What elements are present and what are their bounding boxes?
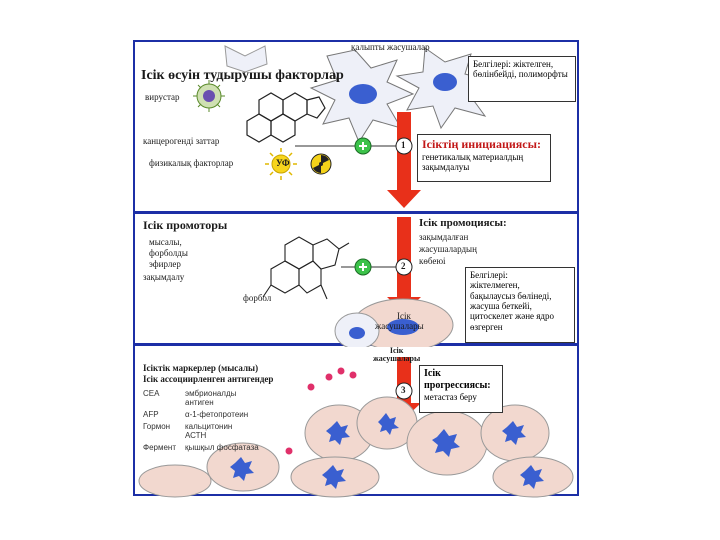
initiation-box: Ісіктің инициациясы: генетикалық материа… (417, 134, 551, 182)
promotion-line: зақымдалған (419, 232, 469, 242)
progression-box: Ісік прогрессиясы: метастаз беру (419, 365, 503, 413)
features-line: цитоскелет және ядро (470, 311, 554, 322)
panel-initiation: қалыпты жасушалар Белгілері: жіктелген, … (135, 42, 577, 214)
initiation-title: Ісіктің инициациясы: (422, 137, 541, 151)
promotion-title: Ісік промоциясы: (419, 217, 507, 229)
initiation-line: генетикалық материалдың (422, 152, 524, 162)
carcinogen-structure-icon (246, 92, 326, 143)
features-line: бақылаусыз бөлінеді, (470, 290, 552, 301)
marker-dot (285, 447, 293, 455)
tumor-cells-label-line: жасушалары (375, 321, 424, 331)
carcinogens-label: канцерогенді заттар (143, 136, 220, 146)
normal-cells-label: қалыпты жасушалар (351, 42, 430, 52)
features-line: жасуша беткейі, (470, 301, 532, 312)
sun-icon (265, 148, 297, 180)
stage-number: 3 (401, 385, 406, 395)
features-line: жіктелмеген, (470, 280, 520, 291)
promoters-line: эфирлер (149, 259, 181, 269)
marker-dot (307, 383, 315, 391)
marker-name: СЕА (143, 389, 160, 398)
stage-badge (395, 382, 413, 400)
tumor-cells-label: Ісік жасушалары (373, 347, 420, 363)
promotion-line: жасушалардың (419, 244, 477, 254)
markers-title-line: Ісік ассоциирленген антигендер (143, 374, 274, 384)
panel2-features-box: Белгілері: жіктелмеген, бақылаусыз бөлін… (465, 267, 575, 343)
marker-dot (349, 371, 357, 379)
promoters-line: форболды (149, 248, 188, 258)
marker-name: Гормон (143, 422, 171, 431)
tumor-cell-cluster (138, 396, 574, 498)
tumor-cells-label-line: жасушалары (373, 354, 421, 363)
panel3-graphics (138, 357, 574, 498)
stage-number: 2 (401, 261, 406, 271)
marker-desc: қышқыл фосфатаза (185, 443, 259, 452)
promotion-line: көбеюі (419, 256, 446, 266)
promoters-line: мысалы, (149, 237, 182, 247)
marker-row: AFP α-1-фетопротеин (143, 410, 293, 419)
uv-label: УФ (276, 158, 290, 168)
factors-title: Ісік өсуін тудырушы факторлар (141, 68, 344, 83)
features-line: Белгілері: жіктелген, (473, 59, 554, 69)
marker-name: Фермент (143, 443, 177, 452)
progression-line: метастаз беру (424, 392, 477, 402)
tumor-cells-label-line: Ісік (389, 346, 404, 355)
tumor-cells-label-line: Ісік (397, 311, 411, 321)
initiation-line: зақымдалуы (422, 162, 470, 172)
phorbol-structure-icon (262, 236, 350, 300)
stage-badge (395, 258, 413, 276)
markers-title-line: Ісіктік маркерлер (мысалы) (143, 363, 259, 373)
stage-badge (395, 137, 413, 155)
viruses-label: вирустар (145, 92, 180, 102)
normal-cell-nucleus (349, 84, 377, 104)
stage-number: 1 (401, 140, 406, 150)
radiation-icon (310, 153, 332, 175)
features-line: бөлінбейді, полиморфты (473, 69, 568, 79)
panel-progression: Ісік жасушалары Ісіктік маркерлер (мысал… (135, 347, 577, 498)
figure-frame: қалыпты жасушалар Белгілері: жіктелген, … (133, 40, 579, 498)
features-line: Белгілері: (470, 270, 508, 280)
physical-factors-label: физикалық факторлар (149, 158, 234, 168)
normal-cell-shape (224, 45, 268, 73)
progression-title: прогрессиясы: (424, 380, 491, 391)
marker-desc: α-1-фетопротеин (185, 410, 249, 419)
panel1-features-box: Белгілері: жіктелген, бөлінбейді, полимо… (468, 56, 576, 102)
marker-row: Фермент қышқыл фосфатаза (143, 443, 293, 452)
red-arrow-head (387, 190, 421, 208)
tumor-cell-nucleus (387, 319, 419, 335)
progression-title: Ісік (424, 368, 441, 379)
marker-dot (325, 373, 333, 381)
phorbol-label: форбол (243, 293, 272, 303)
tumor-cell-nucleus (349, 327, 365, 339)
features-line: өзгерген (470, 321, 503, 332)
marker-name: AFP (143, 410, 159, 419)
panel2-graphics (262, 217, 454, 352)
virus-icon (193, 80, 225, 112)
normal-cell-nucleus (433, 73, 457, 91)
promoters-title: Ісік промоторы (143, 218, 228, 232)
promoters-line: зақымдалу (143, 272, 185, 282)
panel-promotion: Ісік промоторы мысалы, форболды эфирлер … (135, 215, 577, 352)
marker-dot (337, 367, 345, 375)
